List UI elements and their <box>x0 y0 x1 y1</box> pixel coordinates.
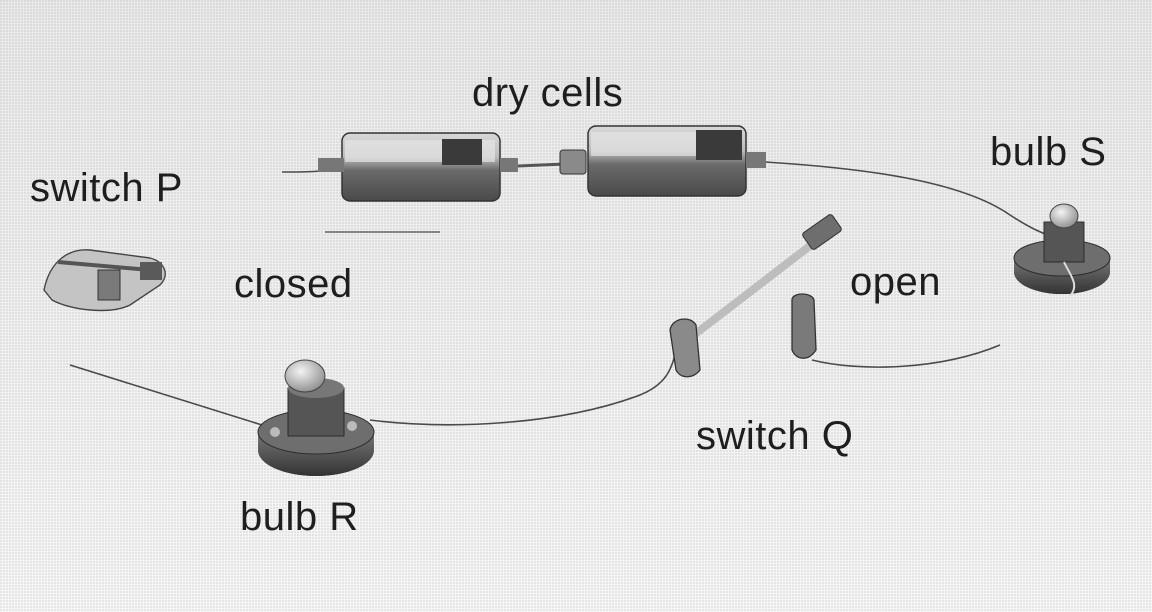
wire-p-to-r <box>69 364 263 426</box>
wire-cells-to-s <box>764 161 1051 237</box>
wire-r-to-q <box>369 349 677 426</box>
label-switch-p: switch P <box>30 166 183 210</box>
label-bulb-s: bulb S <box>990 130 1107 174</box>
switch-q <box>669 214 842 378</box>
switch-p <box>43 249 166 312</box>
wires <box>69 161 1051 426</box>
bulb-s <box>1013 203 1111 297</box>
dry-cell-connector <box>517 149 587 175</box>
dry-cell-right <box>587 125 766 197</box>
label-open: open <box>850 260 941 304</box>
dry-cell-left <box>318 132 518 202</box>
label-switch-q: switch Q <box>696 414 854 458</box>
label-closed: closed <box>234 262 353 306</box>
bulb-r <box>257 359 375 476</box>
label-dry-cells: dry cells <box>472 71 624 115</box>
label-bulb-r: bulb R <box>240 495 359 539</box>
wire-q-to-s <box>811 344 1001 368</box>
